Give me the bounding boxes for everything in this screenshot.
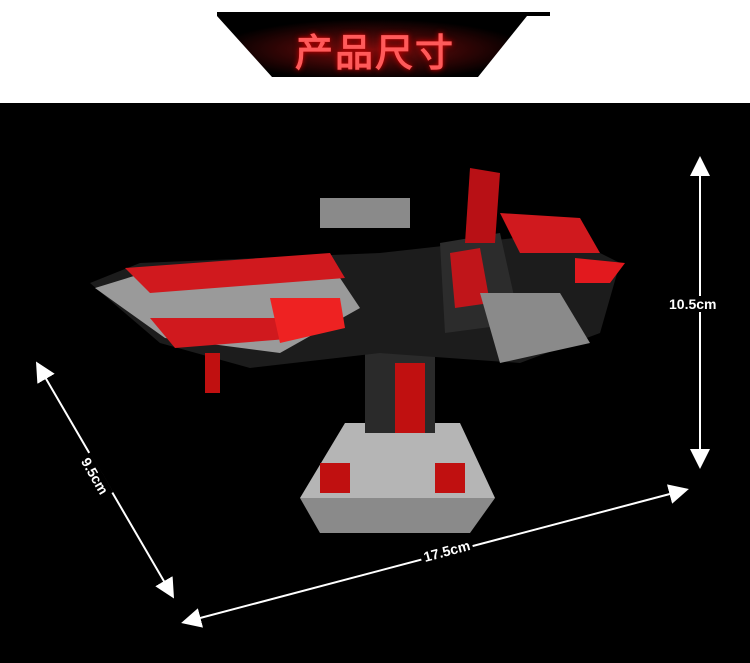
section-header: 产品尺寸 xyxy=(0,0,750,103)
product-image-area: 10.5cm 9.5cm 17.5cm xyxy=(0,103,750,663)
section-title: 产品尺寸 xyxy=(294,33,455,75)
height-label: 10.5cm xyxy=(666,296,720,312)
product-model-image xyxy=(90,168,625,533)
title-banner xyxy=(217,12,550,77)
dimension-arrows xyxy=(35,156,710,628)
